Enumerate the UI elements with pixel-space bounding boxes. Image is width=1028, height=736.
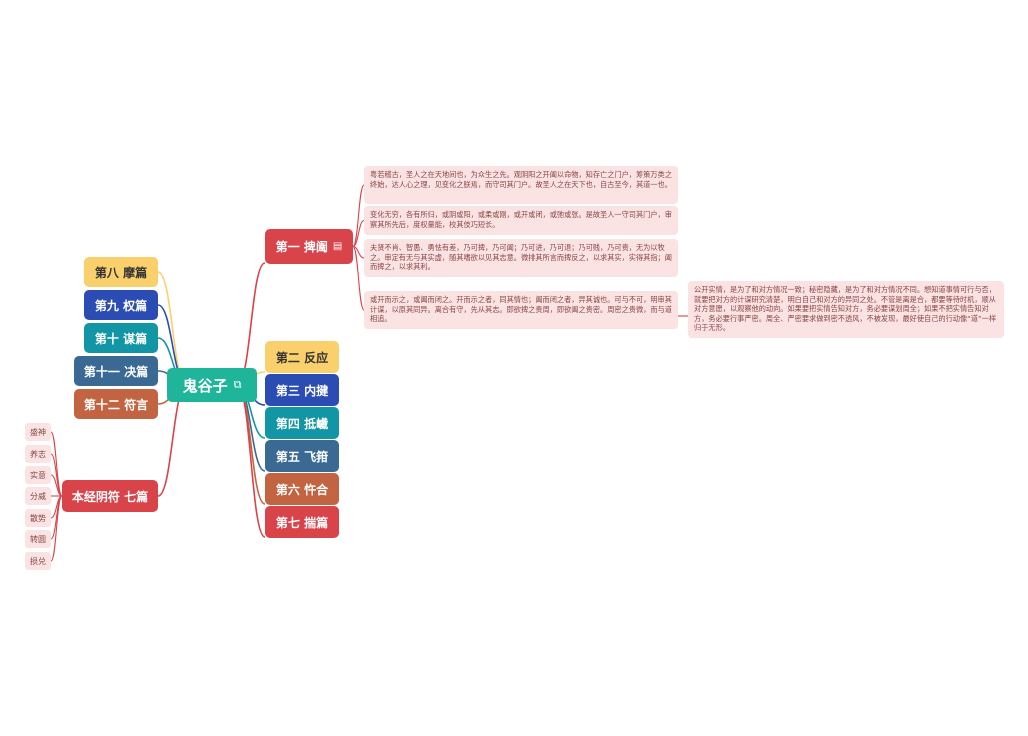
leaf-item[interactable]: 转圆 [25,530,51,548]
leaf-item[interactable]: 养志 [25,445,51,463]
branch-chuai[interactable]: 第七 揣篇 [265,506,339,538]
branch-quan[interactable]: 第九 权篇 [84,290,158,320]
branch-benjing[interactable]: 本经阴符 七篇 [62,480,158,512]
branch-neijian[interactable]: 第三 内揵 [265,374,339,406]
branch-label: 第七 揣篇 [275,515,329,530]
branch-label: 本经阴符 七篇 [71,489,149,504]
note-text: 粤若稽古，圣人之在天地间也，为众生之先。观阴阳之开阖以命物，知存亡之门户，筹策万… [364,166,678,204]
note-text: 夫贤不肖、智愚、勇怯有差，乃可捭，乃可阖；乃可进，乃可退；乃可贱，乃可贵，无为以… [364,239,678,277]
leaf-item[interactable]: 散势 [25,509,51,527]
branch-label: 第二 反应 [275,350,329,365]
branch-label: 第十二 符言 [83,397,149,412]
branch-mou[interactable]: 第十 谋篇 [84,323,158,353]
leaf-item[interactable]: 实意 [25,466,51,484]
branch-label: 第八 摩篇 [94,265,148,280]
branch-label: 第九 权篇 [94,298,148,313]
branch-wuhe[interactable]: 第六 忤合 [265,473,339,505]
branch-fanying[interactable]: 第二 反应 [265,341,339,373]
branch-dixi[interactable]: 第四 抵巇 [265,407,339,439]
leaf-connector [50,474,63,497]
branch-label: 第三 内揵 [275,383,329,398]
leaf-connector [50,495,63,562]
link-icon: ⧉ [233,378,242,391]
branch-bihe[interactable]: 第一 捭阖 ▤ [265,229,353,264]
note-connector [352,219,365,248]
note-icon: ▤ [332,241,343,252]
connector-line [236,384,266,538]
connector-line [236,262,266,386]
branch-mo[interactable]: 第八 摩篇 [84,257,158,287]
note-text: 变化无穷，各有所归，或阴或阳，或柔或刚，或开或闭，或弛或张。是故圣人一守司其门户… [364,206,678,235]
sub-note-text: 公开实情，是为了和对方情况一致；秘密隐藏，是为了和对方情况不同。想知道事情可行与… [688,281,1004,338]
branch-label: 第五 飞箝 [275,449,329,464]
leaf-item[interactable]: 分威 [25,487,51,505]
leaf-item[interactable]: 损兑 [25,552,51,570]
branch-jue[interactable]: 第十一 决篇 [74,356,158,386]
branch-feiqian[interactable]: 第五 飞箝 [265,440,339,472]
branch-label: 第十 谋篇 [94,331,148,346]
branch-fuyan[interactable]: 第十二 符言 [74,389,158,419]
connector-line [236,384,266,505]
note-text: 或开而示之，或阖而闭之。开而示之者，同其情也；阖而闭之者，异其诚也。可与不可，明… [364,291,678,329]
note-connector [352,184,365,248]
branch-label: 第一 捭阖 [275,240,328,254]
branch-label: 第四 抵巇 [275,416,329,431]
branch-label: 第六 忤合 [275,482,329,497]
root-node[interactable]: 鬼谷子 ⧉ [167,368,257,402]
root-label: 鬼谷子 [182,376,228,395]
branch-label: 第十一 决篇 [83,364,149,379]
note-connector [352,245,365,311]
leaf-item[interactable]: 盛神 [25,423,51,441]
